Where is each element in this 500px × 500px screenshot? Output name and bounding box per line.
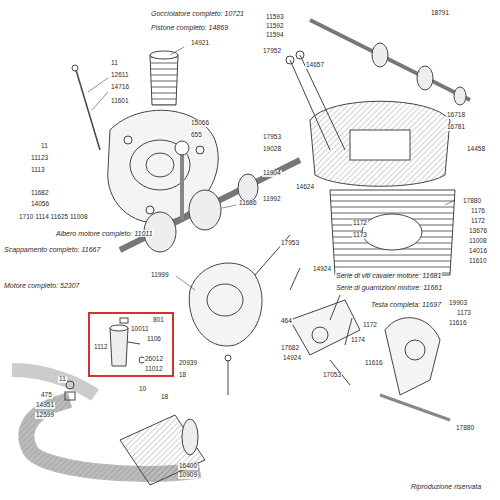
callout-number: 475 bbox=[40, 392, 53, 399]
callout-number: 11904 bbox=[262, 170, 282, 177]
callout-number: 14921 bbox=[190, 40, 210, 47]
callout-number: 17880 bbox=[462, 198, 482, 205]
callout-number: 11682 bbox=[30, 190, 50, 197]
callout-number: 464 bbox=[280, 318, 293, 325]
callout-number: 14657 bbox=[305, 62, 325, 69]
callout-number: 801 bbox=[152, 317, 165, 324]
callout-number: 17053 bbox=[322, 372, 342, 379]
assembly-caption: Albero motore completo: 11011 bbox=[55, 230, 154, 237]
callout-number: 11616 bbox=[448, 320, 468, 327]
highlight-box: 80110011 1106 1112 26012 11012 bbox=[88, 312, 174, 377]
callout-number: 11012 bbox=[144, 366, 164, 373]
assembly-caption: Serie di viti cavaier motore: 11681 bbox=[335, 272, 442, 279]
assembly-caption: Serie di guarnizioni motore: 11661 bbox=[335, 284, 443, 291]
callout-number: 14924 bbox=[282, 355, 302, 362]
callout-number: 11686 bbox=[238, 200, 258, 207]
callout-number: 11 bbox=[110, 60, 119, 67]
callout-number: 1112 bbox=[93, 344, 109, 351]
assembly-caption: Riproduzione riservata bbox=[410, 483, 482, 490]
callout-number: 18 bbox=[160, 394, 169, 401]
assembly-caption: Motore completo: 52307 bbox=[3, 282, 81, 289]
assembly-caption: Scappamento completo: 11667 bbox=[3, 246, 101, 253]
callout-number: 1172 bbox=[470, 218, 486, 225]
callout-number: 11594 bbox=[265, 32, 285, 39]
callout-number: 655 bbox=[190, 132, 203, 139]
callout-number: 1113 bbox=[30, 167, 46, 174]
callout-number: 11123 bbox=[30, 155, 49, 162]
callout-number: 19903 bbox=[448, 300, 468, 307]
callout-number: 11601 bbox=[110, 98, 130, 105]
callout-number: 1174 bbox=[350, 337, 366, 344]
assembly-caption: Pistone completo: 14869 bbox=[150, 24, 229, 31]
callout-number: 16400 bbox=[178, 463, 198, 470]
callout-number: 1173 bbox=[456, 310, 472, 317]
callout-number: 11616 bbox=[364, 360, 384, 367]
callout-number: 1176 bbox=[470, 208, 486, 215]
callout-number: 18791 bbox=[430, 10, 450, 17]
callout-number: 14716 bbox=[110, 84, 130, 91]
callout-number: 17682 bbox=[280, 345, 300, 352]
callout-number: 12611 bbox=[110, 72, 130, 79]
callout-number: 1710 1114 11625 11008 bbox=[18, 214, 89, 221]
callout-number: 17953 bbox=[280, 240, 300, 247]
callout-number: 14458 bbox=[466, 146, 486, 153]
callout-number: 16718 bbox=[446, 112, 466, 119]
callout-number: 11008 bbox=[468, 238, 488, 245]
callout-number: 11 bbox=[40, 143, 49, 150]
callout-number: 11999 bbox=[150, 272, 170, 279]
callout-number: 11592 bbox=[265, 23, 285, 30]
callout-number: 11992 bbox=[262, 196, 282, 203]
callout-number: 14924 bbox=[312, 266, 332, 273]
callout-number: 11593 bbox=[265, 14, 285, 21]
callout-number: 17953 bbox=[262, 134, 282, 141]
callout-number: 1172 bbox=[362, 322, 378, 329]
callout-number: 26012 bbox=[144, 356, 164, 363]
callout-number: 20939 bbox=[178, 360, 198, 367]
callout-number: 17952 bbox=[262, 48, 282, 55]
callout-number: 10011 bbox=[130, 326, 150, 333]
callout-number: 14951 bbox=[35, 402, 55, 409]
callout-number: 1173 bbox=[352, 232, 368, 239]
assembly-caption: Gocciolatore completo: 10721 bbox=[150, 10, 245, 17]
callout-number: 11 bbox=[58, 376, 67, 383]
callout-number: 14016 bbox=[468, 248, 488, 255]
callout-number: 18 bbox=[178, 372, 187, 379]
callout-number: 16781 bbox=[446, 124, 466, 131]
callout-number: 14624 bbox=[295, 184, 315, 191]
callout-number: 19028 bbox=[262, 146, 282, 153]
callout-number: 15066 bbox=[190, 120, 210, 127]
callout-number: 12599 bbox=[35, 412, 55, 419]
callout-number: 13676 bbox=[468, 228, 488, 235]
callout-number: 11610 bbox=[468, 258, 488, 265]
callout-number: 10 bbox=[138, 386, 147, 393]
callout-number: 1172 bbox=[352, 220, 368, 227]
callout-number: 17880 bbox=[455, 425, 475, 432]
assembly-caption: Testa completa: 11697 bbox=[370, 301, 442, 308]
callout-number: 14056 bbox=[30, 201, 50, 208]
callout-number: 1106 bbox=[146, 336, 162, 343]
callout-number: 10909 bbox=[178, 472, 198, 479]
